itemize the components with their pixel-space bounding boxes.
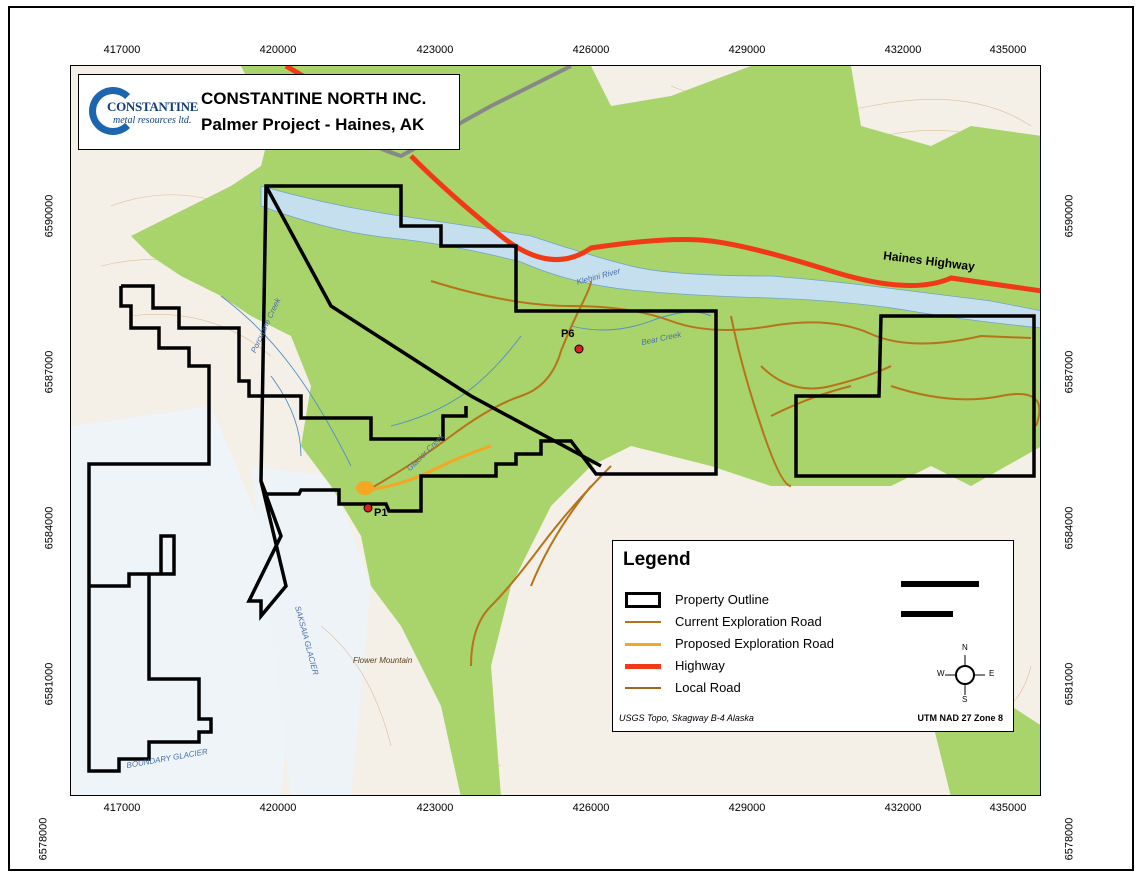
map-title: CONSTANTINE NORTH INC. bbox=[201, 89, 427, 108]
x-tick-top: 435000 bbox=[989, 44, 1027, 56]
x-tick-bottom: 417000 bbox=[103, 802, 141, 814]
scale-bar-km-icon bbox=[901, 611, 953, 617]
y-tick-right: 6590000 bbox=[1063, 194, 1076, 238]
point-p1-marker bbox=[363, 503, 373, 513]
legend-label: Proposed Exploration Road bbox=[675, 636, 834, 651]
x-tick-top: 426000 bbox=[572, 44, 610, 56]
legend-label: Current Exploration Road bbox=[675, 614, 822, 629]
current-road-swatch bbox=[625, 621, 661, 623]
source-note: USGS Topo, Skagway B-4 Alaska bbox=[619, 713, 754, 723]
proposed-road bbox=[360, 444, 492, 493]
scale-bar-miles-icon bbox=[901, 581, 979, 587]
local-road-swatch bbox=[625, 687, 661, 689]
y-tick-right: 6587000 bbox=[1063, 350, 1076, 394]
compass-icon: N S W E bbox=[937, 643, 994, 704]
legend-label: Highway bbox=[675, 658, 725, 673]
property-outline bbox=[87, 184, 1036, 773]
x-tick-top: 420000 bbox=[259, 44, 297, 56]
x-tick-bottom: 426000 bbox=[572, 802, 610, 814]
flower-mountain-label: Flower Mountain bbox=[353, 656, 413, 665]
x-tick-top: 423000 bbox=[416, 44, 454, 56]
x-tick-top: 432000 bbox=[884, 44, 922, 56]
legend: Legend Property Outline Current Explorat… bbox=[612, 540, 1014, 732]
legend-title: Legend bbox=[623, 549, 691, 570]
y-tick-left: 6578000 bbox=[37, 817, 50, 861]
y-tick-left: 6587000 bbox=[43, 350, 56, 394]
point-p6-label: P6 bbox=[561, 328, 575, 340]
x-tick-bottom: 423000 bbox=[416, 802, 454, 814]
legend-label: Property Outline bbox=[675, 592, 769, 607]
highway-swatch bbox=[625, 664, 661, 669]
logo-ring-icon bbox=[89, 87, 137, 135]
y-tick-right: 6578000 bbox=[1063, 817, 1076, 861]
y-tick-left: 6584000 bbox=[43, 506, 56, 550]
company-logo: CONSTANTINE metal resources ltd. bbox=[89, 87, 198, 141]
y-tick-left: 6581000 bbox=[43, 662, 56, 706]
logo-subtext: metal resources ltd. bbox=[113, 115, 192, 126]
compass-w: W bbox=[937, 669, 945, 678]
y-tick-right: 6581000 bbox=[1063, 662, 1076, 706]
map-canvas bbox=[71, 66, 1040, 795]
x-tick-top: 429000 bbox=[728, 44, 766, 56]
property-outline-swatch bbox=[625, 592, 661, 608]
compass-e: E bbox=[989, 669, 995, 678]
proposed-road-swatch bbox=[625, 643, 661, 646]
x-tick-bottom: 432000 bbox=[884, 802, 922, 814]
forest-area bbox=[131, 66, 1040, 795]
projection-note: UTM NAD 27 Zone 8 bbox=[917, 713, 1003, 723]
logo-word: CONSTANTINE bbox=[107, 99, 199, 114]
glacier-area-2 bbox=[251, 466, 371, 795]
x-tick-bottom: 420000 bbox=[259, 802, 297, 814]
x-tick-top: 417000 bbox=[103, 44, 141, 56]
title-box: CONSTANTINE metal resources ltd. CONSTAN… bbox=[78, 74, 460, 150]
y-tick-left: 6590000 bbox=[43, 194, 56, 238]
y-tick-right: 6584000 bbox=[1063, 506, 1076, 550]
outer-frame bbox=[8, 6, 1134, 871]
glacier-area bbox=[71, 406, 301, 795]
point-p1-label: P1 bbox=[374, 507, 388, 519]
proposed-site bbox=[356, 481, 374, 495]
compass-n: N bbox=[962, 643, 968, 652]
compass-s: S bbox=[962, 695, 968, 704]
x-tick-bottom: 435000 bbox=[989, 802, 1027, 814]
point-p6-marker bbox=[574, 344, 584, 354]
map-subtitle: Palmer Project - Haines, AK bbox=[201, 115, 425, 134]
klehini-river bbox=[260, 185, 1040, 329]
x-tick-bottom: 429000 bbox=[728, 802, 766, 814]
legend-label: Local Road bbox=[675, 680, 741, 695]
